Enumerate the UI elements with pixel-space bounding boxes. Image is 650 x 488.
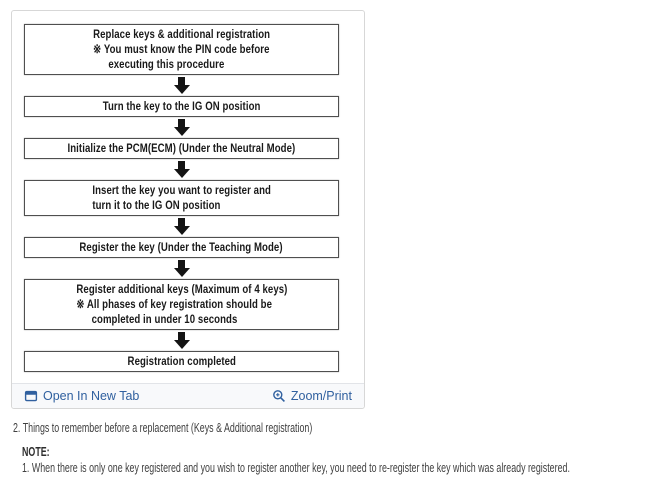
note-item: 1. When there is only one key registered…: [22, 461, 570, 475]
panel-footer: Open In New Tab Zoom/Print: [12, 383, 364, 408]
flowchart-step-text: Replace keys & additional registration※ …: [93, 27, 270, 71]
flowchart-step: Register additional keys (Maximum of 4 k…: [24, 279, 339, 330]
down-arrow-icon: [173, 218, 190, 235]
open-in-new-tab-label: Open In New Tab: [43, 389, 140, 403]
flowchart-step-text: Turn the key to the IG ON position: [102, 99, 261, 113]
magnifier-icon: [272, 390, 285, 402]
zoom-print-link[interactable]: Zoom/Print: [272, 389, 352, 403]
section-heading: 2. Things to remember before a replaceme…: [13, 421, 313, 435]
flowchart-step: Initialize the PCM(ECM) (Under the Neutr…: [24, 138, 339, 159]
flowchart-step: Turn the key to the IG ON position: [24, 96, 339, 117]
note-label: NOTE:: [22, 445, 50, 459]
down-arrow-icon: [173, 77, 190, 94]
down-arrow-icon: [173, 260, 190, 277]
flowchart-step: Registration completed: [24, 351, 339, 372]
diagram-panel: Replace keys & additional registration※ …: [11, 10, 365, 409]
down-arrow-icon: [173, 161, 190, 178]
flowchart-step-text: Register additional keys (Maximum of 4 k…: [75, 282, 288, 326]
zoom-print-label: Zoom/Print: [290, 389, 352, 403]
down-arrow-icon: [173, 119, 190, 136]
key-registration-flowchart: Replace keys & additional registration※ …: [24, 24, 339, 372]
down-arrow-icon: [173, 332, 190, 349]
open-in-new-tab-link[interactable]: Open In New Tab: [24, 389, 139, 403]
flowchart-step-text: Initialize the PCM(ECM) (Under the Neutr…: [67, 141, 296, 155]
flowchart-step: Replace keys & additional registration※ …: [24, 24, 339, 75]
flowchart-step: Register the key (Under the Teaching Mod…: [24, 237, 339, 258]
flowchart-step-text: Register the key (Under the Teaching Mod…: [79, 240, 284, 254]
flowchart-step-text: Registration completed: [127, 354, 236, 368]
open-in-new-tab-icon: [24, 390, 38, 402]
